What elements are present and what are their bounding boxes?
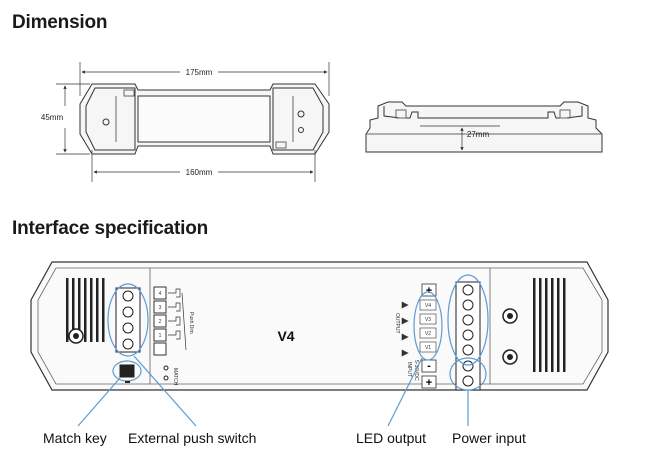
push-switch-symbols [168, 288, 187, 351]
led-output-highlight [413, 291, 443, 361]
led-output-callout: LED output [356, 430, 427, 446]
switch-number-1: 1 [159, 333, 162, 339]
match-key-button [112, 360, 169, 383]
led-channel-symbols [401, 301, 409, 357]
push-dim-label: Push Dim [188, 312, 194, 334]
right-heatsink-fins [533, 278, 566, 372]
height-label: 27mm [467, 130, 490, 139]
channel-label-boxes [419, 299, 437, 353]
dimension-heading: Dimension [12, 12, 108, 33]
output-input-terminal [447, 274, 489, 391]
mounting-hole-right-top [502, 308, 518, 324]
callout-leader-lines [77, 355, 469, 427]
side-view-drawing [365, 101, 603, 153]
dimension-lines-side [420, 125, 500, 153]
top-view-drawing [79, 83, 330, 155]
overall-length-label: 175mm [186, 68, 213, 77]
dimension-lines-top [56, 62, 330, 182]
match-key-callout: Match key [43, 430, 107, 446]
input-plus-sign: + [426, 377, 432, 389]
output-label: OUTPUT [394, 313, 400, 334]
output-plus-sign: + [426, 285, 432, 297]
switch-number-3: 3 [159, 305, 162, 311]
switch-number-4: 4 [159, 291, 162, 297]
power-input-callout: Power input [452, 430, 526, 446]
body-length-label: 160mm [186, 168, 213, 177]
channel-label-v3: V3 [425, 317, 431, 323]
switch-number-2: 2 [159, 319, 162, 325]
channel-label-v1: V1 [425, 345, 431, 351]
external-push-switch-callout: External push switch [128, 430, 257, 446]
width-label: 45mm [41, 113, 64, 122]
mounting-hole-right-bottom [502, 349, 518, 365]
match-label: MATCH [172, 368, 178, 386]
interface-specification-heading: Interface specification [12, 218, 209, 239]
switch-number-boxes [153, 286, 167, 356]
push-switch-terminal [107, 283, 149, 357]
channel-label-v4: V4 [425, 303, 431, 309]
channel-label-v2: V2 [425, 331, 431, 337]
mounting-hole-left [68, 328, 84, 344]
input-label: INPUT [406, 362, 412, 377]
model-label: V4 [277, 328, 294, 344]
left-heatsink-fins [66, 278, 105, 342]
input-minus-sign: - [427, 360, 431, 372]
